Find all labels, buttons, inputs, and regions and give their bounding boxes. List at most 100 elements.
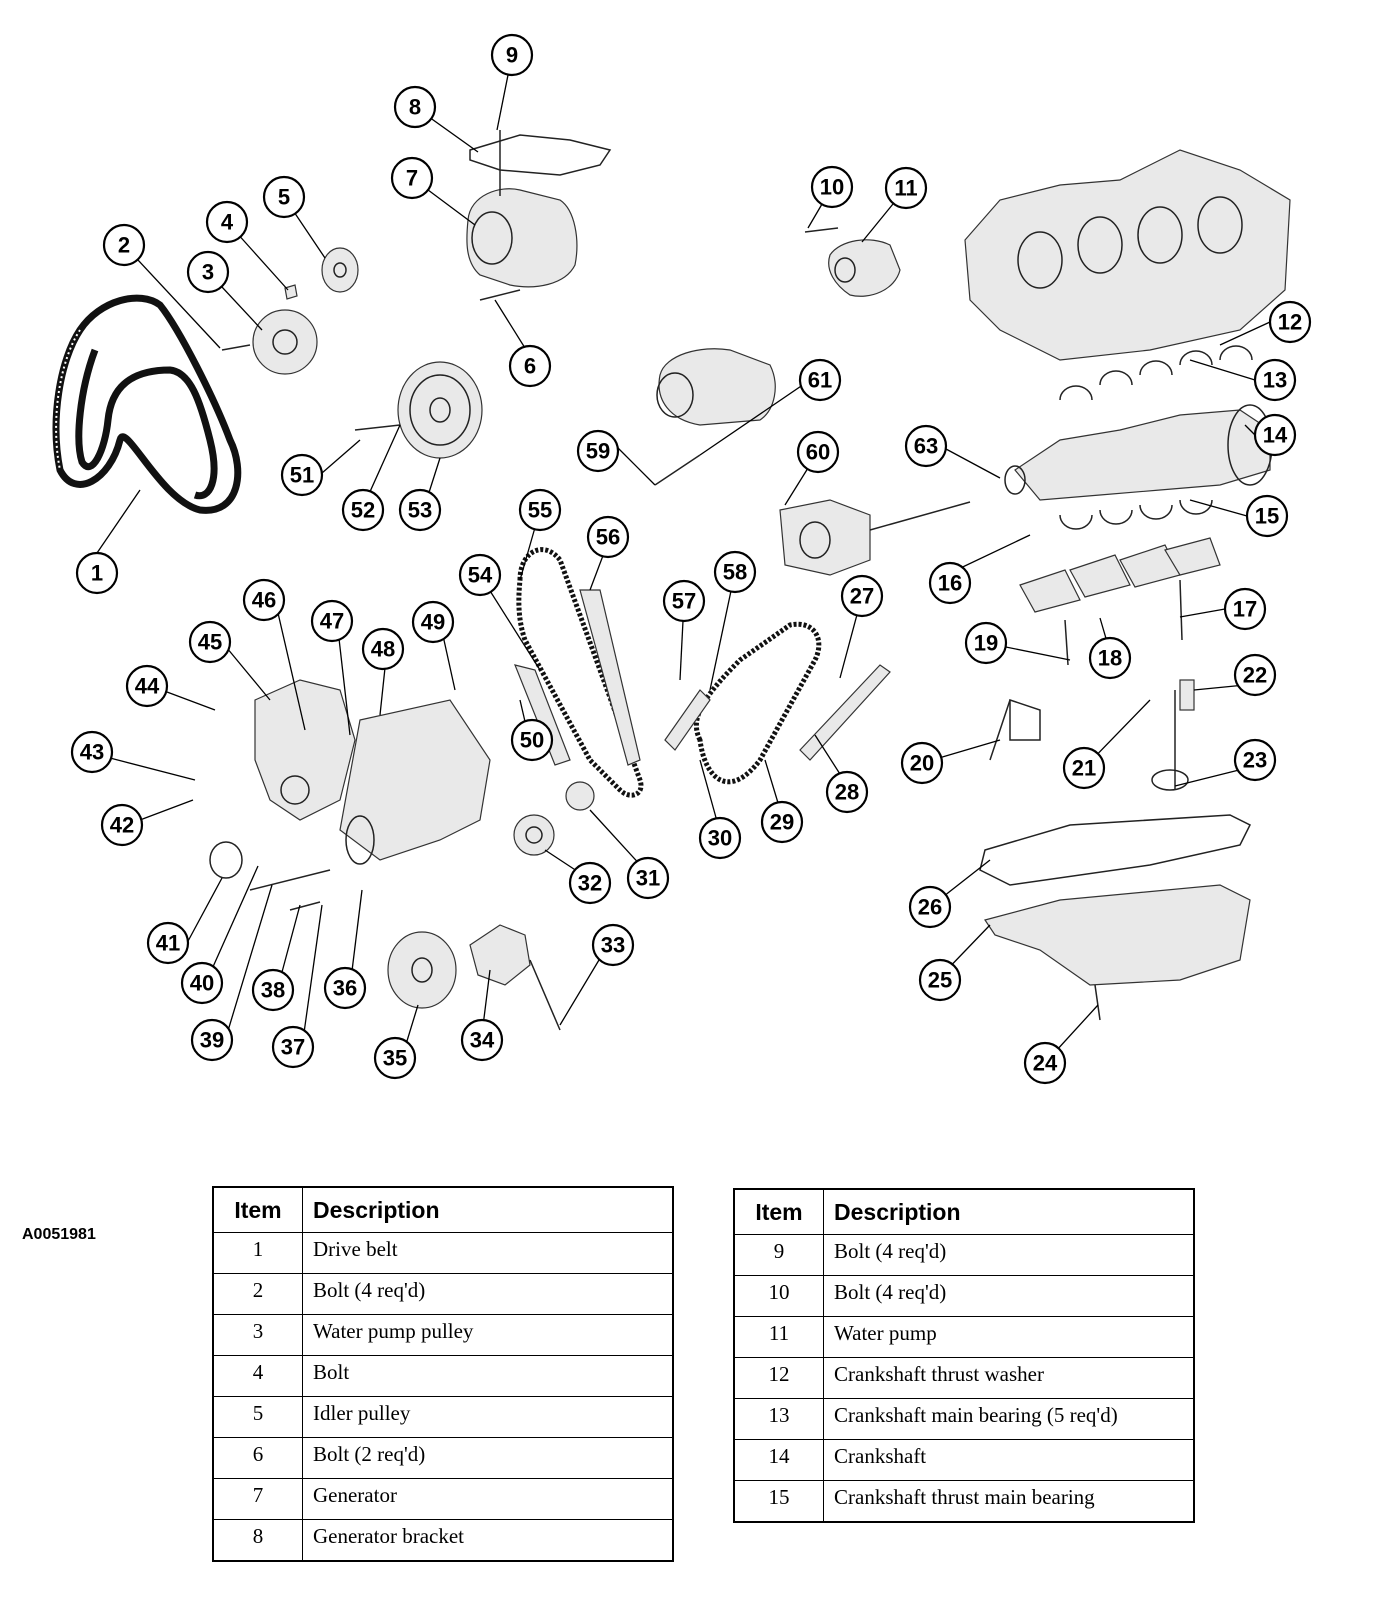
callout-48: 48 [361, 627, 405, 671]
svg-text:22: 22 [1243, 663, 1267, 688]
item-number: 10 [733, 1275, 824, 1317]
idler-pulley-part [321, 247, 359, 293]
svg-text:6: 6 [524, 354, 536, 379]
callout-14: 14 [1253, 413, 1297, 457]
callout-9: 9 [490, 33, 534, 77]
callout-43: 43 [70, 730, 114, 774]
item-number: 13 [733, 1398, 824, 1440]
item-description: Water pump [823, 1316, 1195, 1358]
svg-text:48: 48 [371, 637, 395, 662]
svg-text:61: 61 [808, 368, 832, 393]
callout-51: 51 [280, 453, 324, 497]
svg-text:2: 2 [118, 233, 130, 258]
callout-40: 40 [180, 961, 224, 1005]
callout-13: 13 [1253, 358, 1297, 402]
svg-text:3: 3 [202, 260, 214, 285]
svg-text:18: 18 [1098, 646, 1122, 671]
svg-text:63: 63 [914, 434, 938, 459]
callout-55: 55 [518, 488, 562, 532]
svg-text:19: 19 [974, 631, 998, 656]
svg-text:58: 58 [723, 560, 747, 585]
svg-text:41: 41 [156, 931, 180, 956]
svg-text:13: 13 [1263, 368, 1287, 393]
oil-pump-part [779, 499, 971, 576]
svg-text:23: 23 [1243, 748, 1267, 773]
item-description: Crankshaft [823, 1439, 1195, 1481]
callout-4: 4 [205, 200, 249, 244]
item-description: Bolt (2 req'd) [302, 1437, 674, 1479]
callout-52: 52 [341, 488, 385, 532]
callout-44: 44 [125, 664, 169, 708]
svg-text:60: 60 [806, 440, 830, 465]
callout-8: 8 [393, 85, 437, 129]
callout-27: 27 [840, 574, 884, 618]
svg-text:30: 30 [708, 826, 732, 851]
figure-reference-code: A0051981 [22, 1226, 96, 1243]
item-description: Water pump pulley [302, 1314, 674, 1356]
callout-38: 38 [251, 968, 295, 1012]
svg-text:26: 26 [918, 895, 942, 920]
callout-41: 41 [146, 921, 190, 965]
item-description: Crankshaft thrust main bearing [823, 1480, 1195, 1523]
callout-34: 34 [460, 1018, 504, 1062]
svg-text:4: 4 [221, 210, 234, 235]
generator-bracket-part [469, 134, 612, 176]
item-number: 6 [212, 1437, 303, 1479]
callout-42: 42 [100, 803, 144, 847]
svg-text:43: 43 [80, 740, 104, 765]
svg-text:57: 57 [672, 589, 696, 614]
svg-text:38: 38 [261, 978, 285, 1003]
item-description: Bolt (4 req'd) [823, 1275, 1195, 1317]
callout-28: 28 [825, 770, 869, 814]
svg-text:11: 11 [894, 176, 917, 201]
callout-6: 6 [508, 344, 552, 388]
table-header-row: Item Description [212, 1186, 674, 1233]
svg-text:55: 55 [528, 498, 552, 523]
item-description: Crankshaft main bearing (5 req'd) [823, 1398, 1195, 1440]
svg-text:51: 51 [290, 463, 314, 488]
oil-pickup-part [989, 679, 1195, 791]
svg-text:40: 40 [190, 971, 214, 996]
callout-21: 21 [1062, 746, 1106, 790]
item-number: 9 [733, 1234, 824, 1276]
secondary-timing-chain-part [693, 621, 822, 785]
svg-text:44: 44 [135, 674, 160, 699]
svg-text:28: 28 [835, 780, 859, 805]
callout-20: 20 [900, 741, 944, 785]
callout-50: 50 [510, 718, 554, 762]
callout-23: 23 [1233, 738, 1277, 782]
item-number: 5 [212, 1396, 303, 1438]
callout-25: 25 [918, 958, 962, 1002]
callout-2: 2 [102, 223, 146, 267]
svg-text:25: 25 [928, 968, 952, 993]
item-description: Crankshaft thrust washer [823, 1357, 1195, 1399]
item-description: Bolt (4 req'd) [823, 1234, 1195, 1276]
item-number: 1 [212, 1232, 303, 1274]
sprocket-part [513, 781, 595, 856]
callout-17: 17 [1223, 587, 1267, 631]
callout-33: 33 [591, 923, 635, 967]
item-number: 3 [212, 1314, 303, 1356]
callout-59: 59 [576, 429, 620, 473]
callout-22: 22 [1233, 653, 1277, 697]
item-description: Idler pulley [302, 1396, 674, 1438]
main-bearings-part [1059, 345, 1253, 401]
power-steering-pulley-part [387, 931, 457, 1009]
item-number: 15 [733, 1480, 824, 1523]
callout-10: 10 [810, 165, 854, 209]
table-header-row: Item Description [733, 1188, 1195, 1235]
svg-text:32: 32 [578, 871, 602, 896]
callout-12: 12 [1268, 300, 1312, 344]
svg-text:21: 21 [1072, 756, 1096, 781]
svg-text:39: 39 [200, 1028, 224, 1053]
chain-guide-part [514, 589, 891, 766]
svg-text:16: 16 [938, 571, 962, 596]
